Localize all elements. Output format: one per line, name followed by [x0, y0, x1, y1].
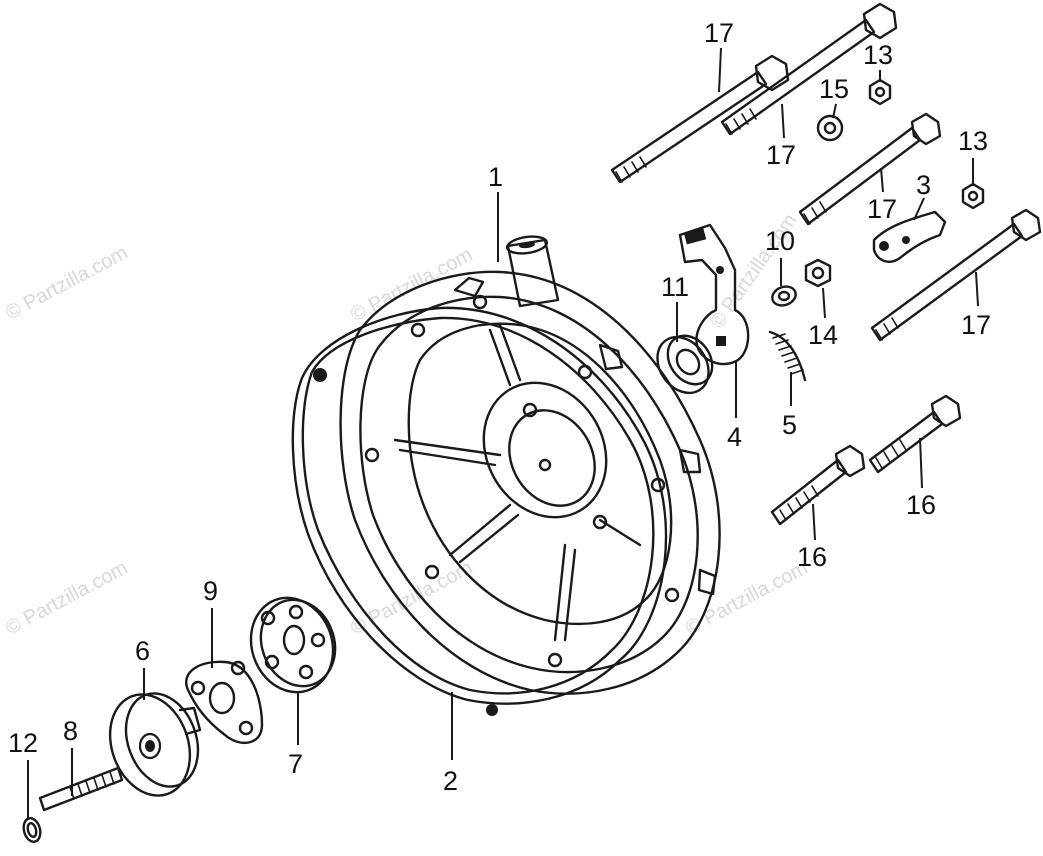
part-16-bolt-a	[770, 444, 866, 526]
callout-13-upper: 13	[863, 40, 893, 70]
part-3-clamp	[872, 210, 947, 263]
part-7-rotor-cap	[249, 596, 337, 694]
leader-lines	[27, 47, 979, 818]
callout-17-b: 17	[766, 140, 796, 170]
part-10-washer	[771, 285, 797, 307]
callout-1: 1	[488, 162, 503, 192]
callout-8: 8	[63, 716, 78, 746]
callout-17-d: 17	[961, 310, 991, 340]
callout-12: 12	[8, 728, 38, 758]
part-11-oil-seal	[656, 334, 714, 395]
gasket-dowel	[313, 368, 327, 382]
callout-14: 14	[808, 320, 838, 350]
callout-2: 2	[443, 766, 458, 796]
callout-15: 15	[819, 74, 849, 104]
watermark-1: © Partzilla.com	[2, 242, 131, 325]
callout-17-a: 17	[704, 18, 734, 48]
callout-5: 5	[782, 410, 797, 440]
callout-labels: 1 2 3 4 5 6 7 8 9 10 11 12 13 13 14 15 1…	[8, 18, 991, 796]
part-15-collar	[816, 114, 844, 142]
part-17-bolt-d	[870, 208, 1042, 342]
part-8-stud	[38, 766, 124, 812]
callout-9: 9	[203, 576, 218, 606]
part-17-bolt-a	[610, 54, 790, 184]
part-17-bolt-c	[798, 112, 942, 226]
part-4-lifter-lever	[678, 223, 750, 366]
part-1-crankcase-cover	[339, 235, 721, 695]
callout-4: 4	[727, 422, 742, 452]
watermark-2: © Partzilla.com	[347, 244, 476, 327]
part-5-spring	[768, 330, 807, 382]
callout-3: 3	[916, 170, 931, 200]
watermark-5: © Partzilla.com	[682, 557, 811, 640]
gasket-dowel	[486, 704, 498, 716]
part-2-gasket	[291, 306, 668, 716]
callout-6: 6	[135, 636, 150, 666]
watermark-3: © Partzilla.com	[2, 557, 131, 640]
callout-11: 11	[661, 272, 689, 302]
callout-7: 7	[288, 749, 303, 779]
part-6-plate	[108, 692, 202, 797]
callout-16-right: 16	[906, 490, 936, 520]
watermarks: © Partzilla.com © Partzilla.com © Partzi…	[2, 210, 811, 640]
watermark-4: © Partzilla.com	[347, 557, 476, 640]
part-13-nut-lower	[961, 182, 985, 210]
part-16-bolt-b	[868, 394, 962, 474]
part-9-gasket	[185, 660, 264, 745]
part-14-nut	[804, 258, 832, 288]
part-12-o-ring	[22, 817, 42, 843]
callout-10: 10	[765, 226, 795, 256]
callout-17-c: 17	[867, 194, 897, 224]
part-13-nut-upper	[868, 78, 892, 106]
part-17-bolt-b	[720, 2, 898, 136]
callout-16-left: 16	[797, 542, 827, 572]
callout-13-lower: 13	[958, 126, 988, 156]
